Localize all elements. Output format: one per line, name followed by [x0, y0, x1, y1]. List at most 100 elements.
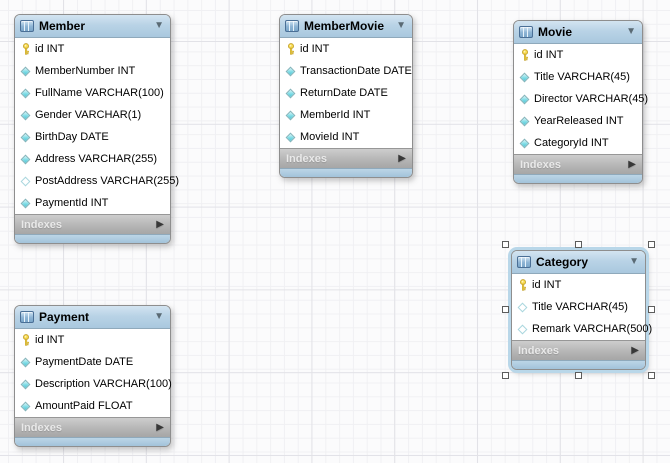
- column-row[interactable]: ReturnDate DATE: [280, 82, 412, 104]
- table-movie[interactable]: Movie ▼ id INT Title VARCHAR(45) Directo…: [513, 20, 648, 184]
- column-row[interactable]: PostAddress VARCHAR(255): [15, 170, 179, 192]
- collapse-arrow-icon[interactable]: ▼: [396, 20, 406, 31]
- indexes-row[interactable]: Indexes ▶: [15, 417, 170, 437]
- column-row[interactable]: Address VARCHAR(255): [15, 148, 170, 170]
- table-category[interactable]: Category ▼ id INT Title VARCHAR(45) Rema…: [502, 241, 655, 379]
- column-label: id INT: [300, 43, 330, 55]
- column-row[interactable]: MemberNumber INT: [15, 60, 170, 82]
- selection-handle-bl[interactable]: [502, 372, 509, 379]
- diamond-icon: [518, 138, 531, 148]
- column-row[interactable]: id INT: [514, 44, 642, 66]
- column-label: MovieId INT: [300, 131, 360, 143]
- column-label: MemberId INT: [300, 109, 371, 121]
- selection-handle-tl[interactable]: [502, 241, 509, 248]
- column-list: id INT PaymentDate DATE Description VARC…: [15, 329, 172, 417]
- table-payment[interactable]: Payment ▼ id INT PaymentDate DATE Descri…: [14, 305, 172, 447]
- column-list: id INT Title VARCHAR(45) Director VARCHA…: [514, 44, 648, 154]
- expand-arrow-icon[interactable]: ▶: [156, 421, 164, 433]
- column-row[interactable]: id INT: [280, 38, 412, 60]
- table-icon: [20, 311, 34, 323]
- column-row[interactable]: Title VARCHAR(45): [514, 66, 642, 88]
- collapse-arrow-icon[interactable]: ▼: [154, 311, 164, 322]
- selection-handle-mr[interactable]: [648, 306, 655, 313]
- column-row[interactable]: Title VARCHAR(45): [512, 296, 645, 318]
- table-footer: [280, 168, 412, 177]
- column-row[interactable]: Description VARCHAR(100): [15, 373, 172, 395]
- column-row[interactable]: FullName VARCHAR(100): [15, 82, 170, 104]
- column-label: Description VARCHAR(100): [35, 378, 172, 390]
- table-header[interactable]: MemberMovie ▼: [280, 15, 412, 38]
- column-row[interactable]: TransactionDate DATE: [280, 60, 412, 82]
- table-footer: [514, 174, 642, 183]
- diamond-icon: [19, 88, 32, 98]
- collapse-arrow-icon[interactable]: ▼: [154, 20, 164, 31]
- key-icon: [518, 49, 531, 61]
- column-label: PostAddress VARCHAR(255): [35, 175, 180, 187]
- column-label: Title VARCHAR(45): [534, 71, 630, 83]
- column-label: Remark VARCHAR(500): [532, 323, 653, 335]
- column-row[interactable]: id INT: [15, 38, 170, 60]
- column-row[interactable]: PaymentId INT: [15, 192, 170, 214]
- diamond-hollow-icon: [516, 324, 529, 334]
- table-icon: [20, 20, 34, 32]
- table-name: Category: [536, 255, 589, 269]
- selection-handle-bc[interactable]: [574, 372, 582, 379]
- column-row[interactable]: CategoryId INT: [514, 132, 642, 154]
- table-icon: [517, 256, 531, 268]
- selection-handle-tc[interactable]: [574, 241, 582, 248]
- expand-arrow-icon[interactable]: ▶: [156, 218, 164, 230]
- key-icon: [284, 43, 297, 55]
- indexes-label: Indexes: [21, 421, 62, 434]
- table-icon: [285, 20, 299, 32]
- column-row[interactable]: Remark VARCHAR(500): [512, 318, 652, 340]
- indexes-row[interactable]: Indexes ▶: [514, 154, 642, 174]
- diamond-hollow-icon: [516, 302, 529, 312]
- diamond-icon: [19, 379, 32, 389]
- expand-arrow-icon[interactable]: ▶: [398, 152, 406, 164]
- table-header[interactable]: Movie ▼: [514, 21, 642, 44]
- expand-arrow-icon[interactable]: ▶: [628, 158, 636, 170]
- table-member[interactable]: Member ▼ id INT MemberNumber INT FullNam…: [14, 14, 179, 244]
- table-footer: [512, 360, 645, 369]
- expand-arrow-icon[interactable]: ▶: [631, 344, 639, 356]
- column-label: Address VARCHAR(255): [35, 153, 158, 165]
- column-row[interactable]: YearReleased INT: [514, 110, 642, 132]
- collapse-arrow-icon[interactable]: ▼: [626, 26, 636, 37]
- table-membermovie[interactable]: MemberMovie ▼ id INT TransactionDate DAT…: [279, 14, 413, 178]
- table-footer: [15, 437, 170, 446]
- column-row[interactable]: id INT: [512, 274, 645, 296]
- column-row[interactable]: MemberId INT: [280, 104, 412, 126]
- diamond-icon: [518, 116, 531, 126]
- indexes-row[interactable]: Indexes ▶: [280, 148, 412, 168]
- collapse-arrow-icon[interactable]: ▼: [629, 256, 639, 267]
- column-row[interactable]: AmountPaid FLOAT: [15, 395, 170, 417]
- column-row[interactable]: id INT: [15, 329, 170, 351]
- selection-handle-tr[interactable]: [648, 241, 655, 248]
- column-list: id INT MemberNumber INT FullName VARCHAR…: [15, 38, 179, 214]
- diamond-icon: [19, 357, 32, 367]
- indexes-label: Indexes: [21, 218, 62, 231]
- indexes-label: Indexes: [286, 152, 327, 165]
- selection-handle-ml[interactable]: [502, 306, 509, 313]
- indexes-row[interactable]: Indexes ▶: [512, 340, 645, 360]
- table-header[interactable]: Category ▼: [512, 251, 645, 274]
- selection-handle-br[interactable]: [648, 372, 655, 379]
- column-row[interactable]: MovieId INT: [280, 126, 412, 148]
- column-row[interactable]: Director VARCHAR(45): [514, 88, 648, 110]
- table-name: Member: [39, 19, 86, 33]
- column-label: PaymentDate DATE: [35, 356, 134, 368]
- indexes-label: Indexes: [520, 158, 561, 171]
- column-row[interactable]: Gender VARCHAR(1): [15, 104, 170, 126]
- table-name: Payment: [39, 310, 90, 324]
- column-label: BirthDay DATE: [35, 131, 109, 143]
- column-row[interactable]: BirthDay DATE: [15, 126, 170, 148]
- indexes-row[interactable]: Indexes ▶: [15, 214, 170, 234]
- column-row[interactable]: PaymentDate DATE: [15, 351, 170, 373]
- table-header[interactable]: Member ▼: [15, 15, 170, 38]
- indexes-label: Indexes: [518, 344, 559, 357]
- column-label: id INT: [35, 334, 65, 346]
- table-header[interactable]: Payment ▼: [15, 306, 170, 329]
- column-label: TransactionDate DATE: [300, 65, 412, 77]
- column-label: YearReleased INT: [534, 115, 624, 127]
